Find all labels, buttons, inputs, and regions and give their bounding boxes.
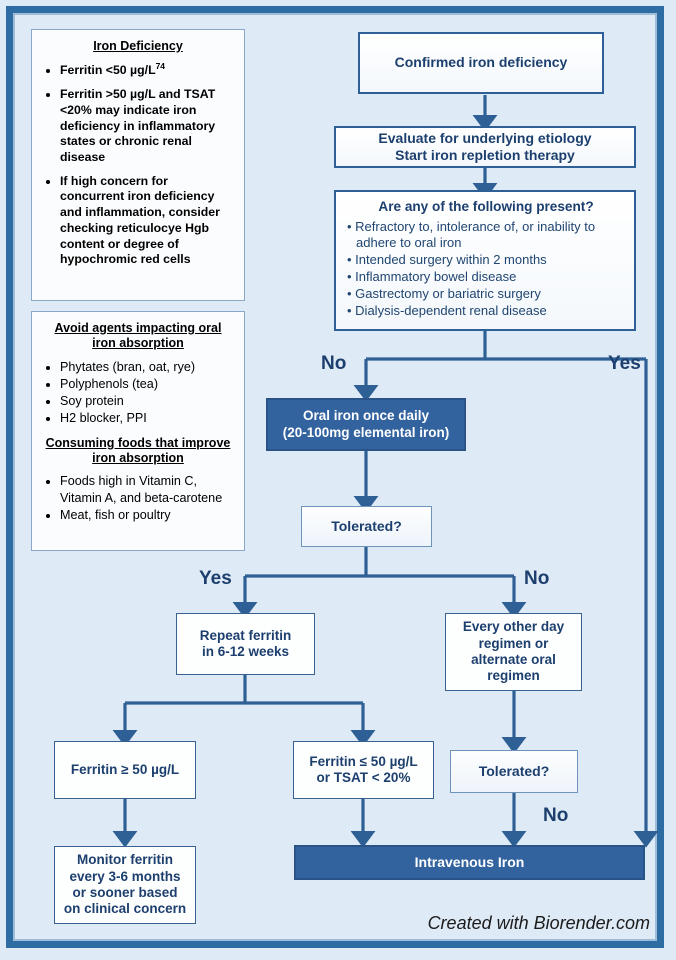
list-item: If high concern for concurrent iron defi… [60, 174, 234, 268]
node-every-other-day-regimen[interactable]: Every other day regimen or alternate ora… [445, 613, 582, 691]
node-label: Ferritin ≥ 50 µg/L [70, 761, 180, 777]
node-monitor-ferritin[interactable]: Monitor ferritin every 3-6 months or soo… [54, 846, 196, 924]
node-criteria-question[interactable]: Are any of the following present? Refrac… [334, 190, 636, 331]
list-item: Inflammatory bowel disease [347, 269, 625, 286]
list-item: Polyphenols (tea) [60, 376, 234, 392]
node-label: Tolerated? [478, 762, 550, 779]
node-label: Confirmed iron deficiency [394, 54, 568, 71]
node-evaluate-etiology[interactable]: Evaluate for underlying etiology Start i… [334, 126, 636, 168]
list-item: Ferritin >50 µg/L and TSAT <20% may indi… [60, 87, 234, 166]
node-ferritin-high[interactable]: Ferritin ≥ 50 µg/L [54, 741, 196, 799]
node-tolerated-question-1[interactable]: Tolerated? [301, 506, 432, 547]
info-panel-1-list: Ferritin <50 µg/L74 Ferritin >50 µg/L an… [42, 61, 234, 268]
node-label: Intravenous Iron [414, 853, 525, 870]
node-label: Tolerated? [331, 517, 402, 534]
node-label: Repeat ferritin in 6-12 weeks [199, 627, 292, 659]
branch-label-no-tolerated2: No [543, 805, 569, 826]
branch-label-no-tolerated1: No [524, 568, 550, 589]
info-panel-2-avoid-list: Phytates (bran, oat, rye) Polyphenols (t… [42, 359, 234, 426]
info-panel-2-heading-avoid: Avoid agents impacting oral iron absorpt… [54, 321, 222, 351]
list-item: Soy protein [60, 393, 234, 409]
attribution-credit: Created with Biorender.com [427, 913, 650, 933]
list-item: Gastrectomy or bariatric surgery [347, 286, 625, 303]
list-item: Phytates (bran, oat, rye) [60, 359, 234, 375]
list-item: Foods high in Vitamin C, Vitamin A, and … [60, 473, 234, 505]
node-confirmed-iron-deficiency[interactable]: Confirmed iron deficiency [358, 32, 604, 94]
node-label: Evaluate for underlying etiology Start i… [378, 129, 592, 163]
outer-frame-border [6, 6, 664, 948]
node-label: Oral iron once daily (20-100mg elemental… [282, 408, 450, 440]
branch-label-yes-criteria: Yes [608, 353, 641, 374]
criteria-title: Are any of the following present? [378, 199, 594, 214]
node-repeat-ferritin[interactable]: Repeat ferritin in 6-12 weeks [176, 613, 315, 675]
branch-label-yes-tolerated1: Yes [199, 568, 232, 589]
node-oral-iron-once-daily[interactable]: Oral iron once daily (20-100mg elemental… [266, 398, 466, 451]
branch-label-no-criteria: No [321, 353, 347, 374]
criteria-list: Refractory to, intolerance of, or inabil… [347, 219, 625, 320]
node-label: Ferritin ≤ 50 µg/L or TSAT < 20% [309, 753, 418, 785]
list-item: Ferritin <50 µg/L74 [60, 61, 234, 79]
info-panel-2-heading-consume: Consuming foods that improve iron absorp… [45, 435, 231, 466]
list-item: Dialysis-dependent renal disease [347, 303, 625, 320]
node-label: Monitor ferritin every 3-6 months or soo… [63, 852, 187, 917]
node-ferritin-low[interactable]: Ferritin ≤ 50 µg/L or TSAT < 20% [293, 741, 434, 799]
list-item: Refractory to, intolerance of, or inabil… [347, 219, 625, 253]
list-item: Meat, fish or poultry [60, 507, 234, 523]
info-panel-2-consume-list: Foods high in Vitamin C, Vitamin A, and … [42, 473, 234, 522]
node-intravenous-iron[interactable]: Intravenous Iron [294, 845, 645, 880]
node-label: Every other day regimen or alternate ora… [462, 619, 565, 684]
info-panel-1-heading: Iron Deficiency [93, 39, 183, 53]
info-panel-iron-deficiency: Iron Deficiency Ferritin <50 µg/L74 Ferr… [31, 29, 245, 301]
info-panel-absorption: Avoid agents impacting oral iron absorpt… [31, 311, 245, 551]
list-item: Intended surgery within 2 months [347, 252, 625, 269]
list-item: H2 blocker, PPI [60, 410, 234, 426]
node-tolerated-question-2[interactable]: Tolerated? [450, 750, 578, 793]
reference-superscript: 74 [155, 61, 166, 72]
